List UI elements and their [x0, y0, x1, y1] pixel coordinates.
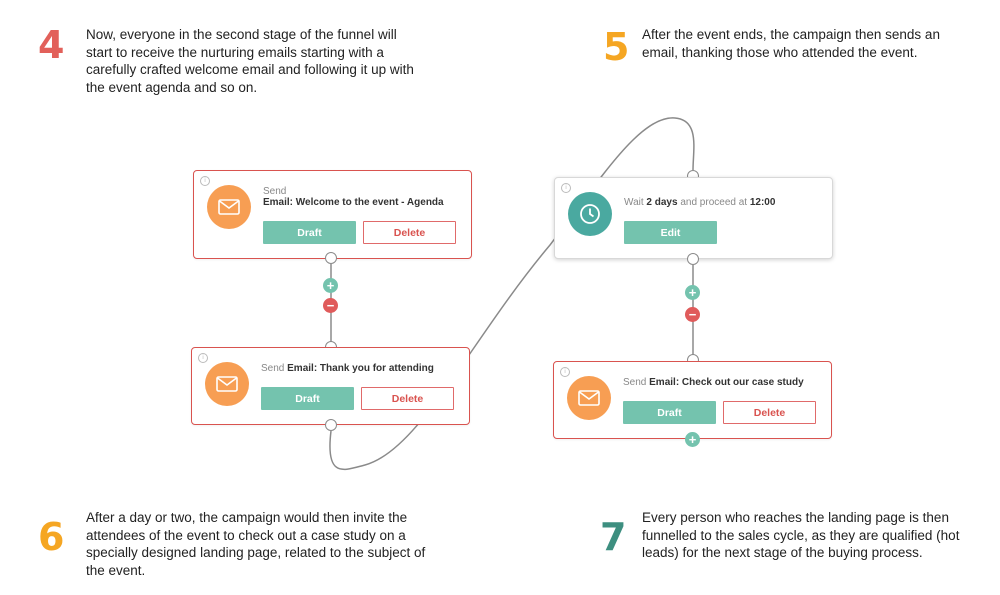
wait-time: 12:00: [749, 197, 776, 208]
card-action-label: Send: [623, 377, 650, 388]
email-icon: [567, 376, 611, 420]
email-subject: Send Email: Check out our case study: [623, 376, 804, 389]
connector-node[interactable]: [325, 419, 337, 431]
step-number: 5: [603, 25, 630, 69]
wait-duration: 2 days: [646, 197, 678, 208]
step-description: After the event ends, the campaign then …: [642, 27, 940, 60]
wait-proceed-label: and proceed at: [677, 197, 750, 208]
send-welcome-email-card[interactable]: i Send Email: Welcome to the event - Age…: [193, 170, 472, 259]
email-subject: Send Email: Thank you for attending: [261, 362, 434, 375]
step-number: 7: [600, 515, 627, 559]
send-casestudy-email-card[interactable]: i Send Email: Check out our case study D…: [553, 361, 832, 439]
card-action-label: Send: [261, 363, 288, 374]
delete-button[interactable]: Delete: [361, 387, 454, 410]
delete-button[interactable]: Delete: [363, 221, 456, 244]
email-subject-name: Email: Check out our case study: [649, 377, 804, 388]
add-step-icon[interactable]: +: [685, 432, 700, 447]
draft-button[interactable]: Draft: [261, 387, 354, 410]
wait-description: Wait 2 days and proceed at 12:00: [624, 196, 775, 209]
email-icon: [207, 185, 251, 229]
draft-button[interactable]: Draft: [263, 221, 356, 244]
connector-node[interactable]: [325, 252, 337, 264]
delete-button[interactable]: Delete: [723, 401, 816, 424]
info-icon[interactable]: i: [560, 367, 570, 377]
remove-step-icon[interactable]: −: [685, 307, 700, 322]
add-step-icon[interactable]: +: [323, 278, 338, 293]
step-description: Now, everyone in the second stage of the…: [86, 27, 414, 95]
email-subject: Email: Welcome to the event - Agenda: [263, 197, 444, 208]
step-number: 6: [38, 515, 65, 559]
email-subject-name: Email: Thank you for attending: [287, 363, 434, 374]
card-action-label: Send: [263, 186, 287, 197]
add-step-icon[interactable]: +: [685, 285, 700, 300]
remove-step-icon[interactable]: −: [323, 298, 338, 313]
clock-icon: [568, 192, 612, 236]
edit-button[interactable]: Edit: [624, 221, 717, 244]
step-number: 4: [38, 23, 65, 67]
wait-step-card[interactable]: i Wait 2 days and proceed at 12:00 Edit: [554, 177, 833, 259]
send-thankyou-email-card[interactable]: i Send Email: Thank you for attending Dr…: [191, 347, 470, 425]
email-icon: [205, 362, 249, 406]
draft-button[interactable]: Draft: [623, 401, 716, 424]
wait-label: Wait: [624, 197, 647, 208]
info-icon[interactable]: i: [561, 183, 571, 193]
step-description: After a day or two, the campaign would t…: [86, 510, 426, 578]
info-icon[interactable]: i: [198, 353, 208, 363]
info-icon[interactable]: i: [200, 176, 210, 186]
step-description: Every person who reaches the landing pag…: [642, 510, 960, 560]
connector-node[interactable]: [687, 253, 699, 265]
